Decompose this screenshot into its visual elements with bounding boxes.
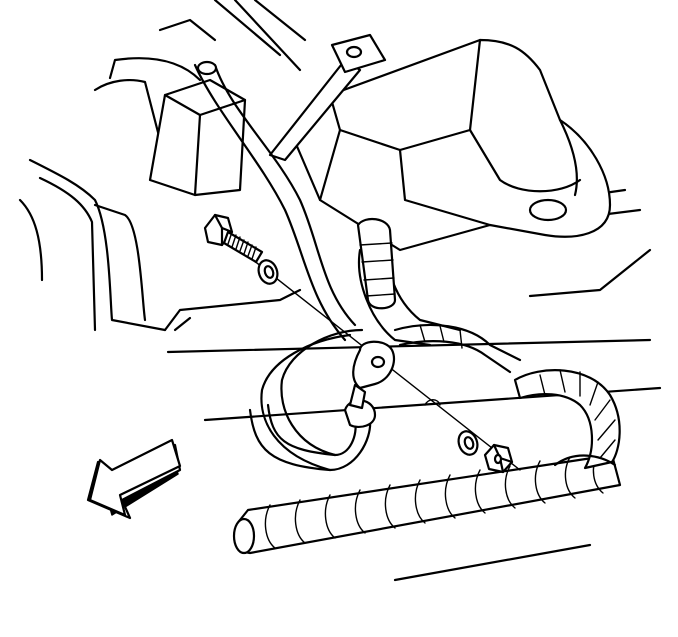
clip [424, 399, 441, 406]
washer [457, 430, 479, 456]
wiring-harness [232, 217, 622, 555]
bolt [203, 213, 264, 264]
cable-terminal [348, 340, 396, 410]
washer [257, 259, 279, 285]
nut [483, 443, 514, 474]
direction-arrow [86, 438, 182, 520]
bracket [148, 33, 612, 252]
battery-cable [193, 60, 462, 472]
